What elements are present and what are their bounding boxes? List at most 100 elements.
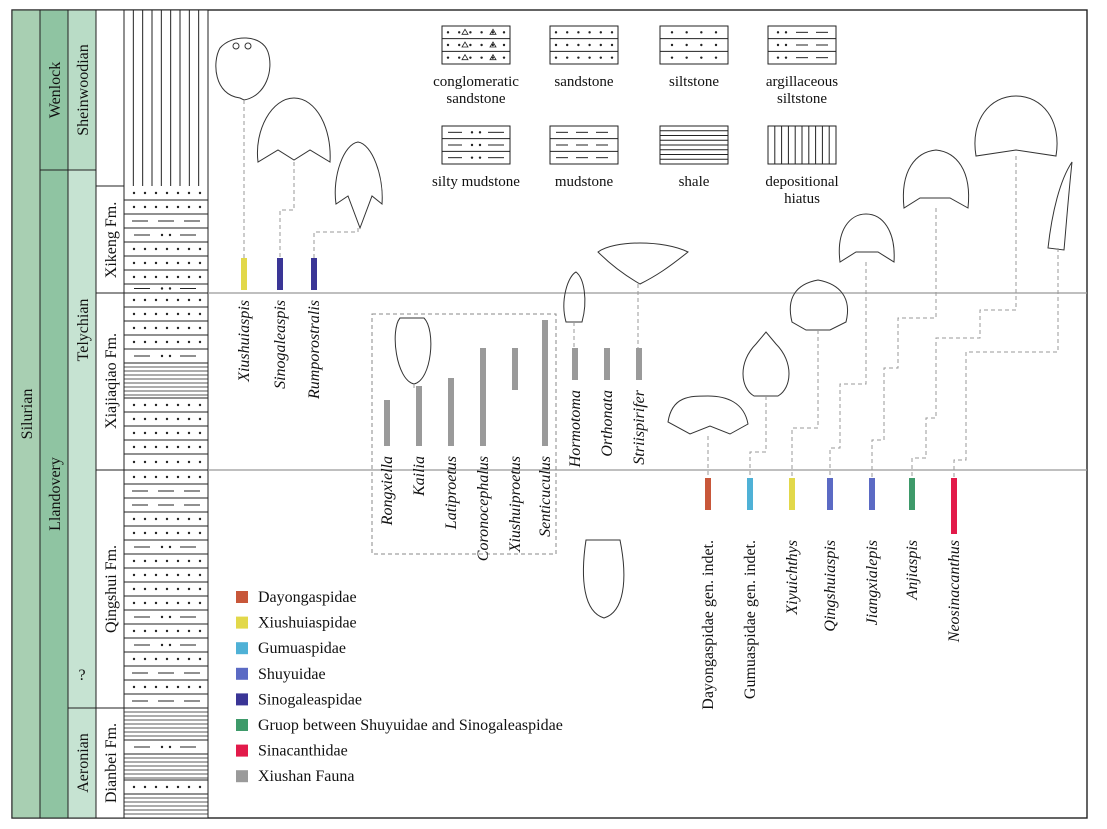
sand-dot	[132, 261, 136, 265]
stage-telychian-label: Telychian	[75, 299, 92, 362]
sand-dot	[165, 298, 169, 302]
silt-dot	[160, 745, 164, 749]
sand-dot	[165, 326, 169, 330]
taxon-label: Striispirifer	[631, 389, 648, 464]
sand-dot	[187, 261, 191, 265]
pattern-pebble	[489, 41, 497, 48]
legend-label: Sinacanthidae	[258, 743, 348, 760]
sand-dot	[198, 445, 202, 449]
pattern-dot	[685, 56, 688, 59]
series-wenlock-label: Wenlock	[47, 62, 64, 118]
sand-dot	[154, 573, 158, 577]
lithology-label: siltstone	[669, 74, 719, 90]
stage-sheinwoodian-column	[67, 9, 97, 171]
range-bar	[512, 348, 518, 390]
pattern-dot	[610, 56, 614, 59]
sand-dot	[143, 298, 147, 302]
pattern-dot	[469, 43, 472, 47]
sand-dot	[187, 340, 191, 344]
sand-dot	[132, 657, 136, 661]
sand-dot	[165, 445, 169, 449]
pattern-dot	[714, 56, 718, 59]
sand-dot	[143, 261, 147, 265]
taxon-label: Gumuaspidae gen. indet.	[742, 540, 759, 699]
sand-dot	[187, 431, 191, 435]
range-bar	[480, 348, 486, 446]
pattern-dot	[700, 43, 703, 47]
sand-dot	[176, 431, 180, 435]
sand-dot	[132, 460, 136, 464]
sand-dot	[143, 312, 147, 316]
pattern-dot	[554, 56, 558, 59]
sand-dot	[187, 326, 191, 330]
legend-label: Sinogaleaspidae	[258, 691, 362, 708]
sand-dot	[198, 559, 202, 563]
pattern-dot	[588, 31, 591, 34]
sand-dot	[187, 657, 191, 661]
pattern-box	[659, 25, 729, 65]
pattern-dot	[554, 43, 558, 47]
pattern-pebble	[489, 28, 497, 35]
sand-dot	[143, 247, 147, 251]
fm-xikeng-label: Xikeng Fm.	[103, 202, 120, 278]
sand-dot	[154, 475, 158, 479]
sand-dot	[198, 629, 202, 633]
sand-dot	[198, 298, 202, 302]
sand-dot	[187, 601, 191, 605]
sand-dot	[165, 340, 169, 344]
sand-dot	[165, 531, 169, 535]
sand-dot	[132, 247, 136, 251]
system-column	[11, 9, 41, 819]
pattern-dot	[470, 131, 474, 134]
pattern-dot	[588, 43, 591, 47]
query-mark: ?	[78, 667, 85, 684]
taxon-label: Dayongaspidae gen. indet.	[700, 540, 717, 710]
sand-dot	[187, 517, 191, 521]
silt-dot	[168, 287, 172, 290]
range-bar	[542, 320, 548, 446]
sand-dot	[198, 205, 202, 209]
silt-dot	[168, 545, 172, 549]
kailia-sketch	[394, 317, 432, 385]
sand-dot	[198, 326, 202, 330]
sand-dot	[176, 191, 180, 195]
legend-label: Xiushuiaspidae	[258, 615, 357, 632]
sand-dot	[165, 559, 169, 563]
pattern-dot	[446, 56, 450, 59]
sand-dot	[187, 785, 191, 789]
sand-dot	[198, 261, 202, 265]
sand-dot	[143, 531, 147, 535]
legend-label: Shuyuidae	[258, 666, 326, 683]
sand-dot	[198, 475, 202, 479]
sand-dot	[165, 587, 169, 591]
sand-dot	[198, 531, 202, 535]
sand-dot	[132, 517, 136, 521]
sand-dot	[154, 559, 158, 563]
pattern-dot	[491, 31, 494, 34]
sinogaleaspis-sketch	[256, 97, 331, 163]
sand-dot	[187, 417, 191, 421]
sand-dot	[165, 785, 169, 789]
sand-dot	[143, 785, 147, 789]
sand-dot	[132, 275, 136, 279]
sand-dot	[198, 340, 202, 344]
sand-dot	[143, 475, 147, 479]
sand-dot	[143, 517, 147, 521]
lithology-label: silty mudstone	[432, 174, 520, 190]
family-legend: DayongaspidaeXiushuiaspidaeGumuaspidaeSh…	[236, 589, 563, 785]
sand-dot	[198, 601, 202, 605]
sand-dot	[154, 460, 158, 464]
pattern-dot	[784, 31, 788, 34]
sand-dot	[187, 191, 191, 195]
lithology-label: shale	[679, 174, 710, 190]
lithology-label: mudstone	[555, 174, 614, 190]
range-bar	[384, 400, 390, 446]
anjiaspis-sketch	[974, 95, 1058, 157]
xiushan-fauna-box	[371, 313, 557, 555]
sand-dot	[176, 312, 180, 316]
taxon-label: Jiangxialepis	[864, 540, 881, 625]
legend-label: Gumuaspidae	[258, 640, 346, 657]
pattern-pebble	[461, 53, 469, 61]
sand-dot	[143, 275, 147, 279]
sand-dot	[132, 531, 136, 535]
